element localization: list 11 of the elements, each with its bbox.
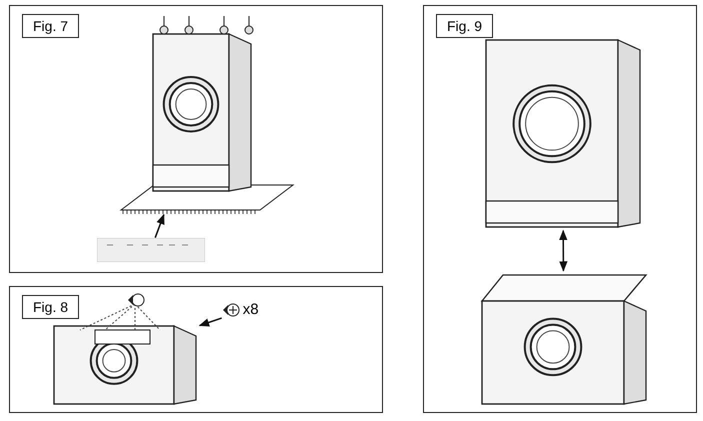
- arrow: [198, 317, 222, 326]
- figure-panel: [9, 286, 383, 413]
- arrow: [154, 214, 164, 238]
- figure-panel: [423, 5, 697, 413]
- control-panel-drawing: [96, 238, 205, 262]
- figure-label: Fig. 8: [22, 295, 80, 319]
- figure-label: Fig. 9: [436, 14, 494, 38]
- figure-panel: [9, 5, 383, 273]
- figure-label: Fig. 7: [22, 14, 80, 38]
- arrow: [559, 230, 568, 272]
- quantity-label: x8: [242, 301, 259, 318]
